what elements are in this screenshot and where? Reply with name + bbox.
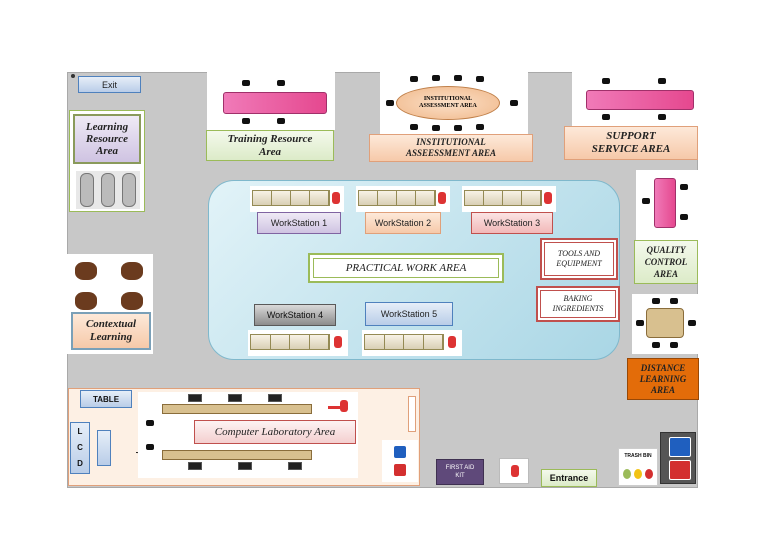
assessment-table: INSTITUTIONAL ASSESSMENT AREA [396, 86, 500, 120]
institutional-assessment-area: INSTITUTIONAL ASSESSMENT AREA [380, 72, 528, 134]
trash-bin-icon [623, 469, 631, 479]
chair-icon [636, 320, 644, 326]
institutional-assessment-label: INSTITUTIONAL ASSEESSMENT AREA [369, 134, 533, 162]
quality-control-label: QUALITY CONTROL AREA [634, 240, 698, 284]
workstation-unit [462, 186, 556, 212]
chair-icon [652, 342, 660, 348]
chair-icon [476, 124, 484, 130]
lcd-label: L C D [70, 422, 90, 474]
training-resource-label: Training Resource Area [206, 130, 334, 161]
chair-icon [642, 198, 650, 204]
workstation-unit [362, 330, 462, 356]
workstation-unit [356, 186, 450, 212]
lcd-screen [97, 430, 111, 466]
chair-icon [454, 125, 462, 131]
first-aid-kit-label: FIRST AID KIT [436, 459, 484, 485]
chair-icon [602, 114, 610, 120]
chair-icon [658, 114, 666, 120]
lab-door [408, 396, 416, 432]
computer-lab-label: Computer Laboratory Area [194, 420, 356, 444]
chair-icon [410, 124, 418, 130]
learning-resource-furniture [76, 171, 140, 209]
practical-work-label: PRACTICAL WORK AREA [308, 253, 504, 283]
restroom-icon [660, 432, 696, 484]
fire-extinguisher-icon [328, 400, 352, 412]
support-service-area [572, 72, 698, 126]
chair-icon [242, 80, 250, 86]
fire-extinguisher-icon [334, 336, 342, 348]
chair-icon [652, 298, 660, 304]
chair-icon [476, 76, 484, 82]
round-table [75, 292, 97, 310]
round-table [121, 292, 143, 310]
chair-icon [658, 78, 666, 84]
computer-monitor-icon [238, 462, 252, 470]
fire-extinguisher-icon [544, 192, 552, 204]
workstation-1-label: WorkStation 1 [257, 212, 341, 234]
workstation-5-label: WorkStation 5 [365, 302, 453, 326]
chair-icon [242, 118, 250, 124]
computer-monitor-icon [188, 462, 202, 470]
fire-extinguisher-icon [448, 336, 456, 348]
round-table [75, 262, 97, 280]
corner-marker [71, 74, 75, 78]
chair-icon [146, 420, 154, 426]
chair-icon [146, 444, 154, 450]
computer-monitor-icon [288, 462, 302, 470]
trash-bin-icon [645, 469, 653, 479]
meeting-table [654, 178, 676, 228]
training-resource-area [207, 72, 335, 130]
meeting-table [586, 90, 694, 110]
trash-bin-label: TRASH BIN [624, 453, 652, 459]
chair-icon [432, 125, 440, 131]
chair-icon [277, 80, 285, 86]
learning-resource-area: Learning Resource Area [69, 110, 145, 212]
baking-ingredients-label: BAKING INGREDIENTS [536, 286, 620, 322]
support-service-label: SUPPORT SERVICE AREA [564, 126, 698, 160]
entrance-label: Entrance [541, 469, 597, 487]
desk-cluster [646, 308, 684, 338]
fire-extinguisher-icon [332, 192, 340, 204]
chair-icon [680, 214, 688, 220]
chair-icon [602, 78, 610, 84]
workstation-4-label: WorkStation 4 [254, 304, 336, 326]
fire-extinguisher-icon [499, 458, 529, 484]
chair-icon [688, 320, 696, 326]
computer-monitor-icon [228, 394, 242, 402]
chair-icon [386, 100, 394, 106]
workstation-3-label: WorkStation 3 [471, 212, 553, 234]
fire-extinguisher-icon [438, 192, 446, 204]
chair-icon [670, 298, 678, 304]
computer-desk-row [162, 404, 312, 414]
learning-resource-label: Learning Resource Area [73, 114, 141, 164]
distance-learning-label: DISTANCE LEARNING AREA [627, 358, 699, 400]
contextual-learning-area: Contextual Learning [67, 254, 153, 354]
distance-learning-area [632, 294, 698, 354]
computer-lab-room: Computer Laboratory Area [138, 392, 358, 478]
chair-icon [454, 75, 462, 81]
workstation-unit [248, 330, 348, 356]
quality-control-area [636, 170, 698, 240]
trash-bin-icon [634, 469, 642, 479]
chair-icon [410, 76, 418, 82]
table-label: TABLE [80, 390, 132, 408]
meeting-table [223, 92, 327, 114]
exit-label: Exit [78, 76, 141, 93]
computer-monitor-icon [188, 394, 202, 402]
tools-equipment-label: TOOLS AND EQUIPMENT [540, 238, 618, 280]
workstation-2-label: WorkStation 2 [365, 212, 441, 234]
workstation-unit [250, 186, 344, 212]
trash-bin-area: TRASH BIN [618, 448, 658, 486]
chair-icon [670, 342, 678, 348]
chair-icon [680, 184, 688, 190]
computer-desk-row [162, 450, 312, 460]
round-table [121, 262, 143, 280]
computer-monitor-icon [268, 394, 282, 402]
chair-icon [432, 75, 440, 81]
restroom-icon [382, 440, 418, 482]
chair-icon [510, 100, 518, 106]
contextual-learning-label: Contextual Learning [71, 312, 151, 350]
chair-icon [277, 118, 285, 124]
